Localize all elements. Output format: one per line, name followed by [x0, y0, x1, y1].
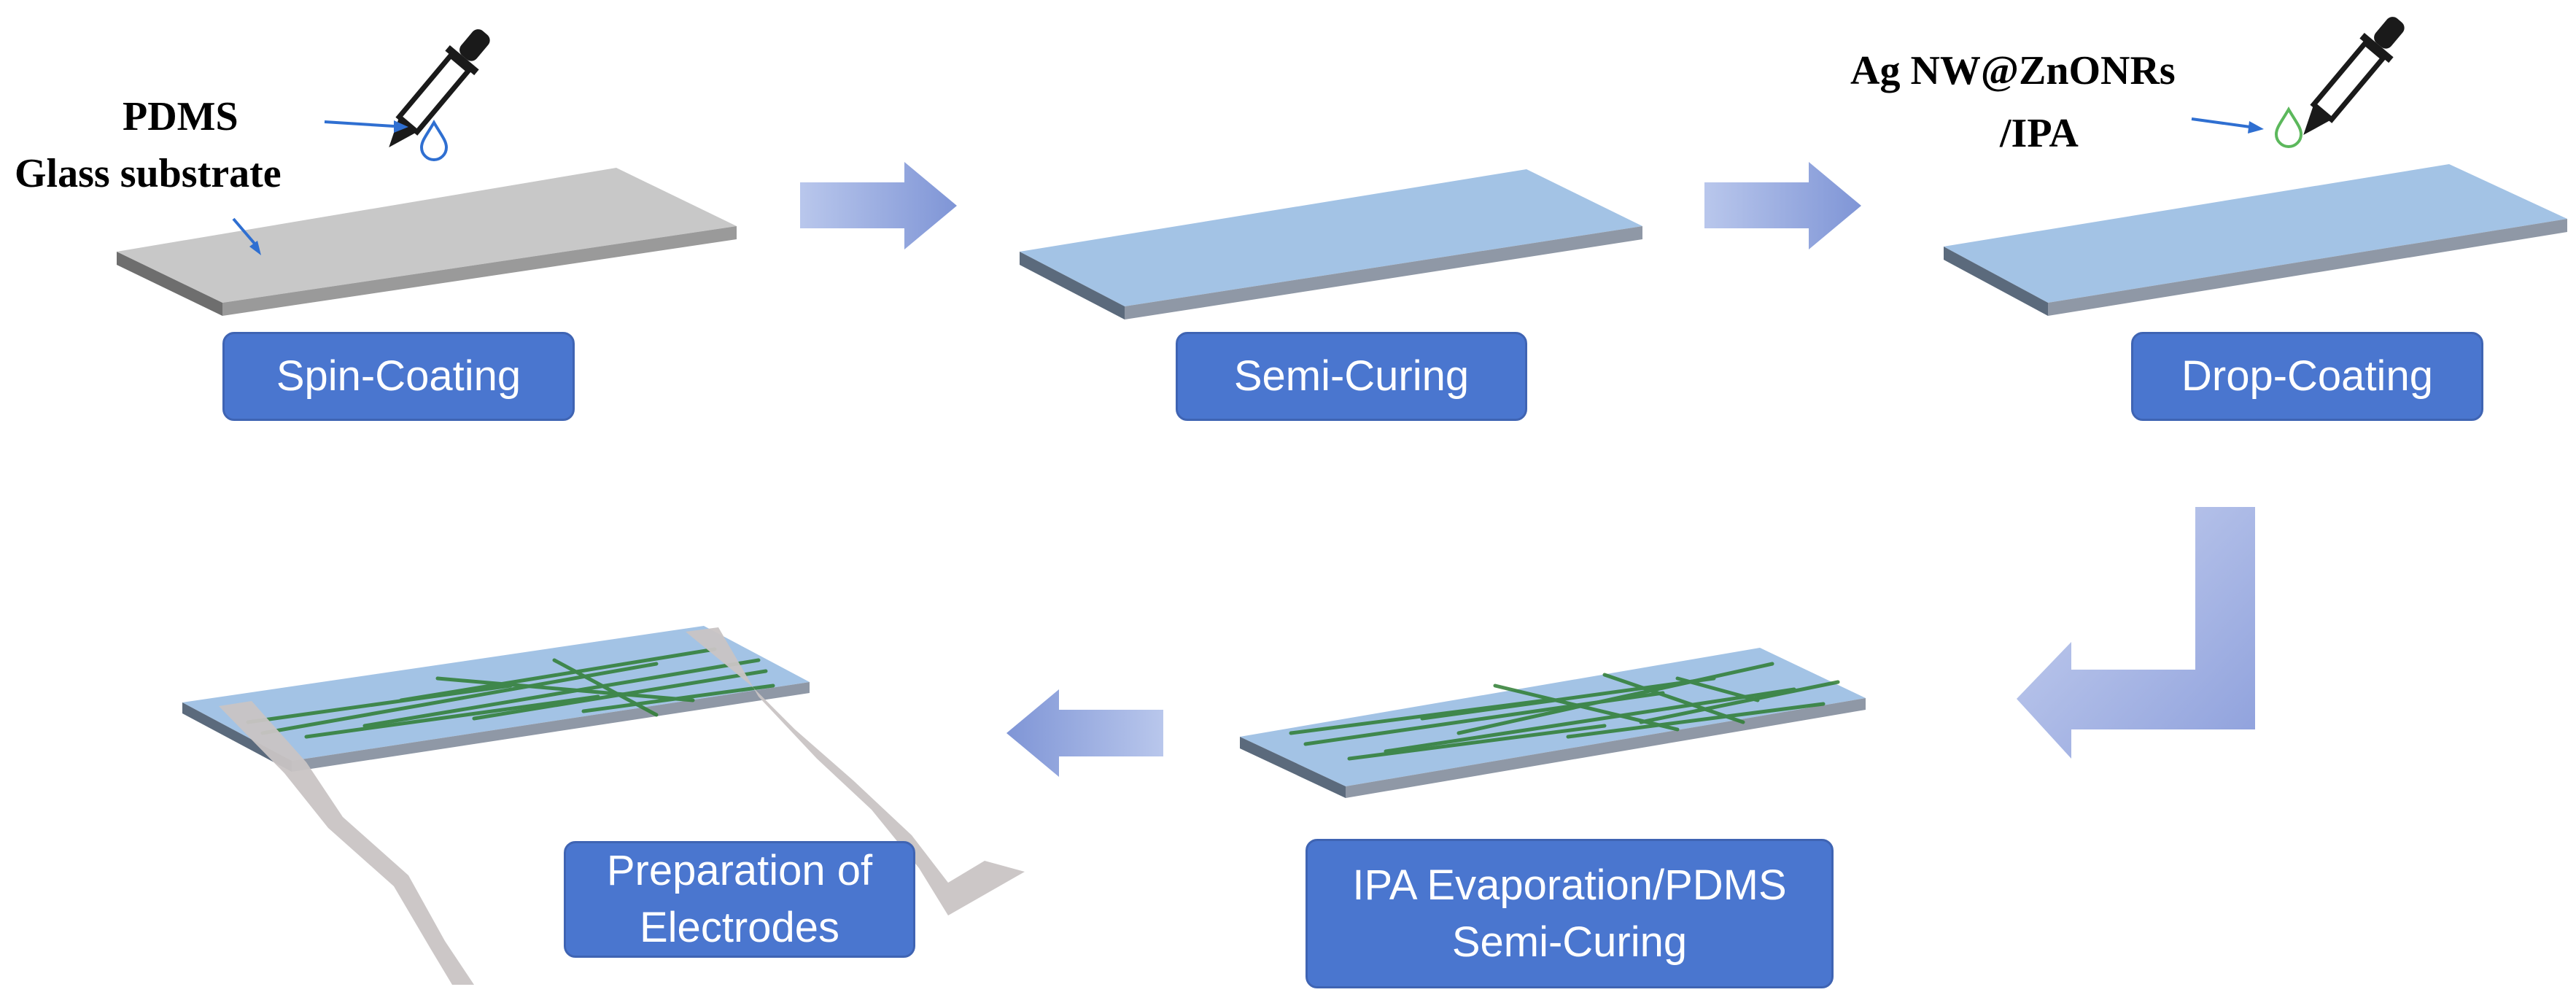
- electrode-nanowire-network: [246, 647, 775, 739]
- pdms-label: PDMS: [123, 94, 238, 139]
- pdms-dropper-icon: [389, 29, 490, 148]
- agnw-label-line2: /IPA: [1999, 111, 2079, 156]
- step-ipa-evaporation-line1: IPA Evaporation/PDMS: [1352, 861, 1787, 909]
- step-ipa-evaporation-line2: Semi-Curing: [1451, 918, 1688, 966]
- step-ipa-evaporation: IPA Evaporation/PDMS Semi-Curing: [1306, 839, 1834, 988]
- pdms-coated-slide: [1020, 169, 1642, 320]
- left-electrode-strip: [219, 701, 583, 985]
- substrate-pointer-arrow: [232, 217, 257, 246]
- nanowire-slide: [1240, 648, 1866, 798]
- flow-arrow-2: [1704, 162, 1861, 249]
- step-spin-coating: Spin-Coating: [222, 332, 575, 421]
- step-preparation-of-electrodes: Preparation of Electrodes: [564, 841, 915, 958]
- flow-arrow-4: [1006, 689, 1163, 777]
- step-preparation-line2: Electrodes: [639, 904, 840, 951]
- step-drop-coating-label: Drop-Coating: [2181, 352, 2433, 400]
- step-drop-coating: Drop-Coating: [2131, 332, 2483, 421]
- flow-arrow-1: [800, 162, 957, 249]
- glass-substrate-label: Glass substrate: [15, 151, 282, 196]
- pdms-pointer-arrow: [324, 120, 395, 128]
- agnw-dropper-icon: [2303, 17, 2405, 136]
- step-semi-curing: Semi-Curing: [1176, 332, 1527, 421]
- drop-coating-slide: [1944, 164, 2567, 316]
- nanowire-network: [1289, 662, 1840, 761]
- pdms-drop-icon: [419, 120, 449, 161]
- right-electrode-strip: [686, 627, 1025, 915]
- agnw-pointer-arrow: [2191, 117, 2251, 128]
- step-spin-coating-label: Spin-Coating: [276, 352, 521, 400]
- step-semi-curing-label: Semi-Curing: [1233, 352, 1470, 400]
- agnw-drop-icon: [2274, 107, 2303, 148]
- agnw-label-line1: Ag NW@ZnONRs: [1850, 48, 2176, 93]
- glass-substrate-slide: [117, 168, 737, 316]
- flow-arrow-corner: [2017, 507, 2255, 759]
- electrode-slide: [182, 626, 1025, 985]
- step-preparation-line1: Preparation of: [606, 847, 873, 894]
